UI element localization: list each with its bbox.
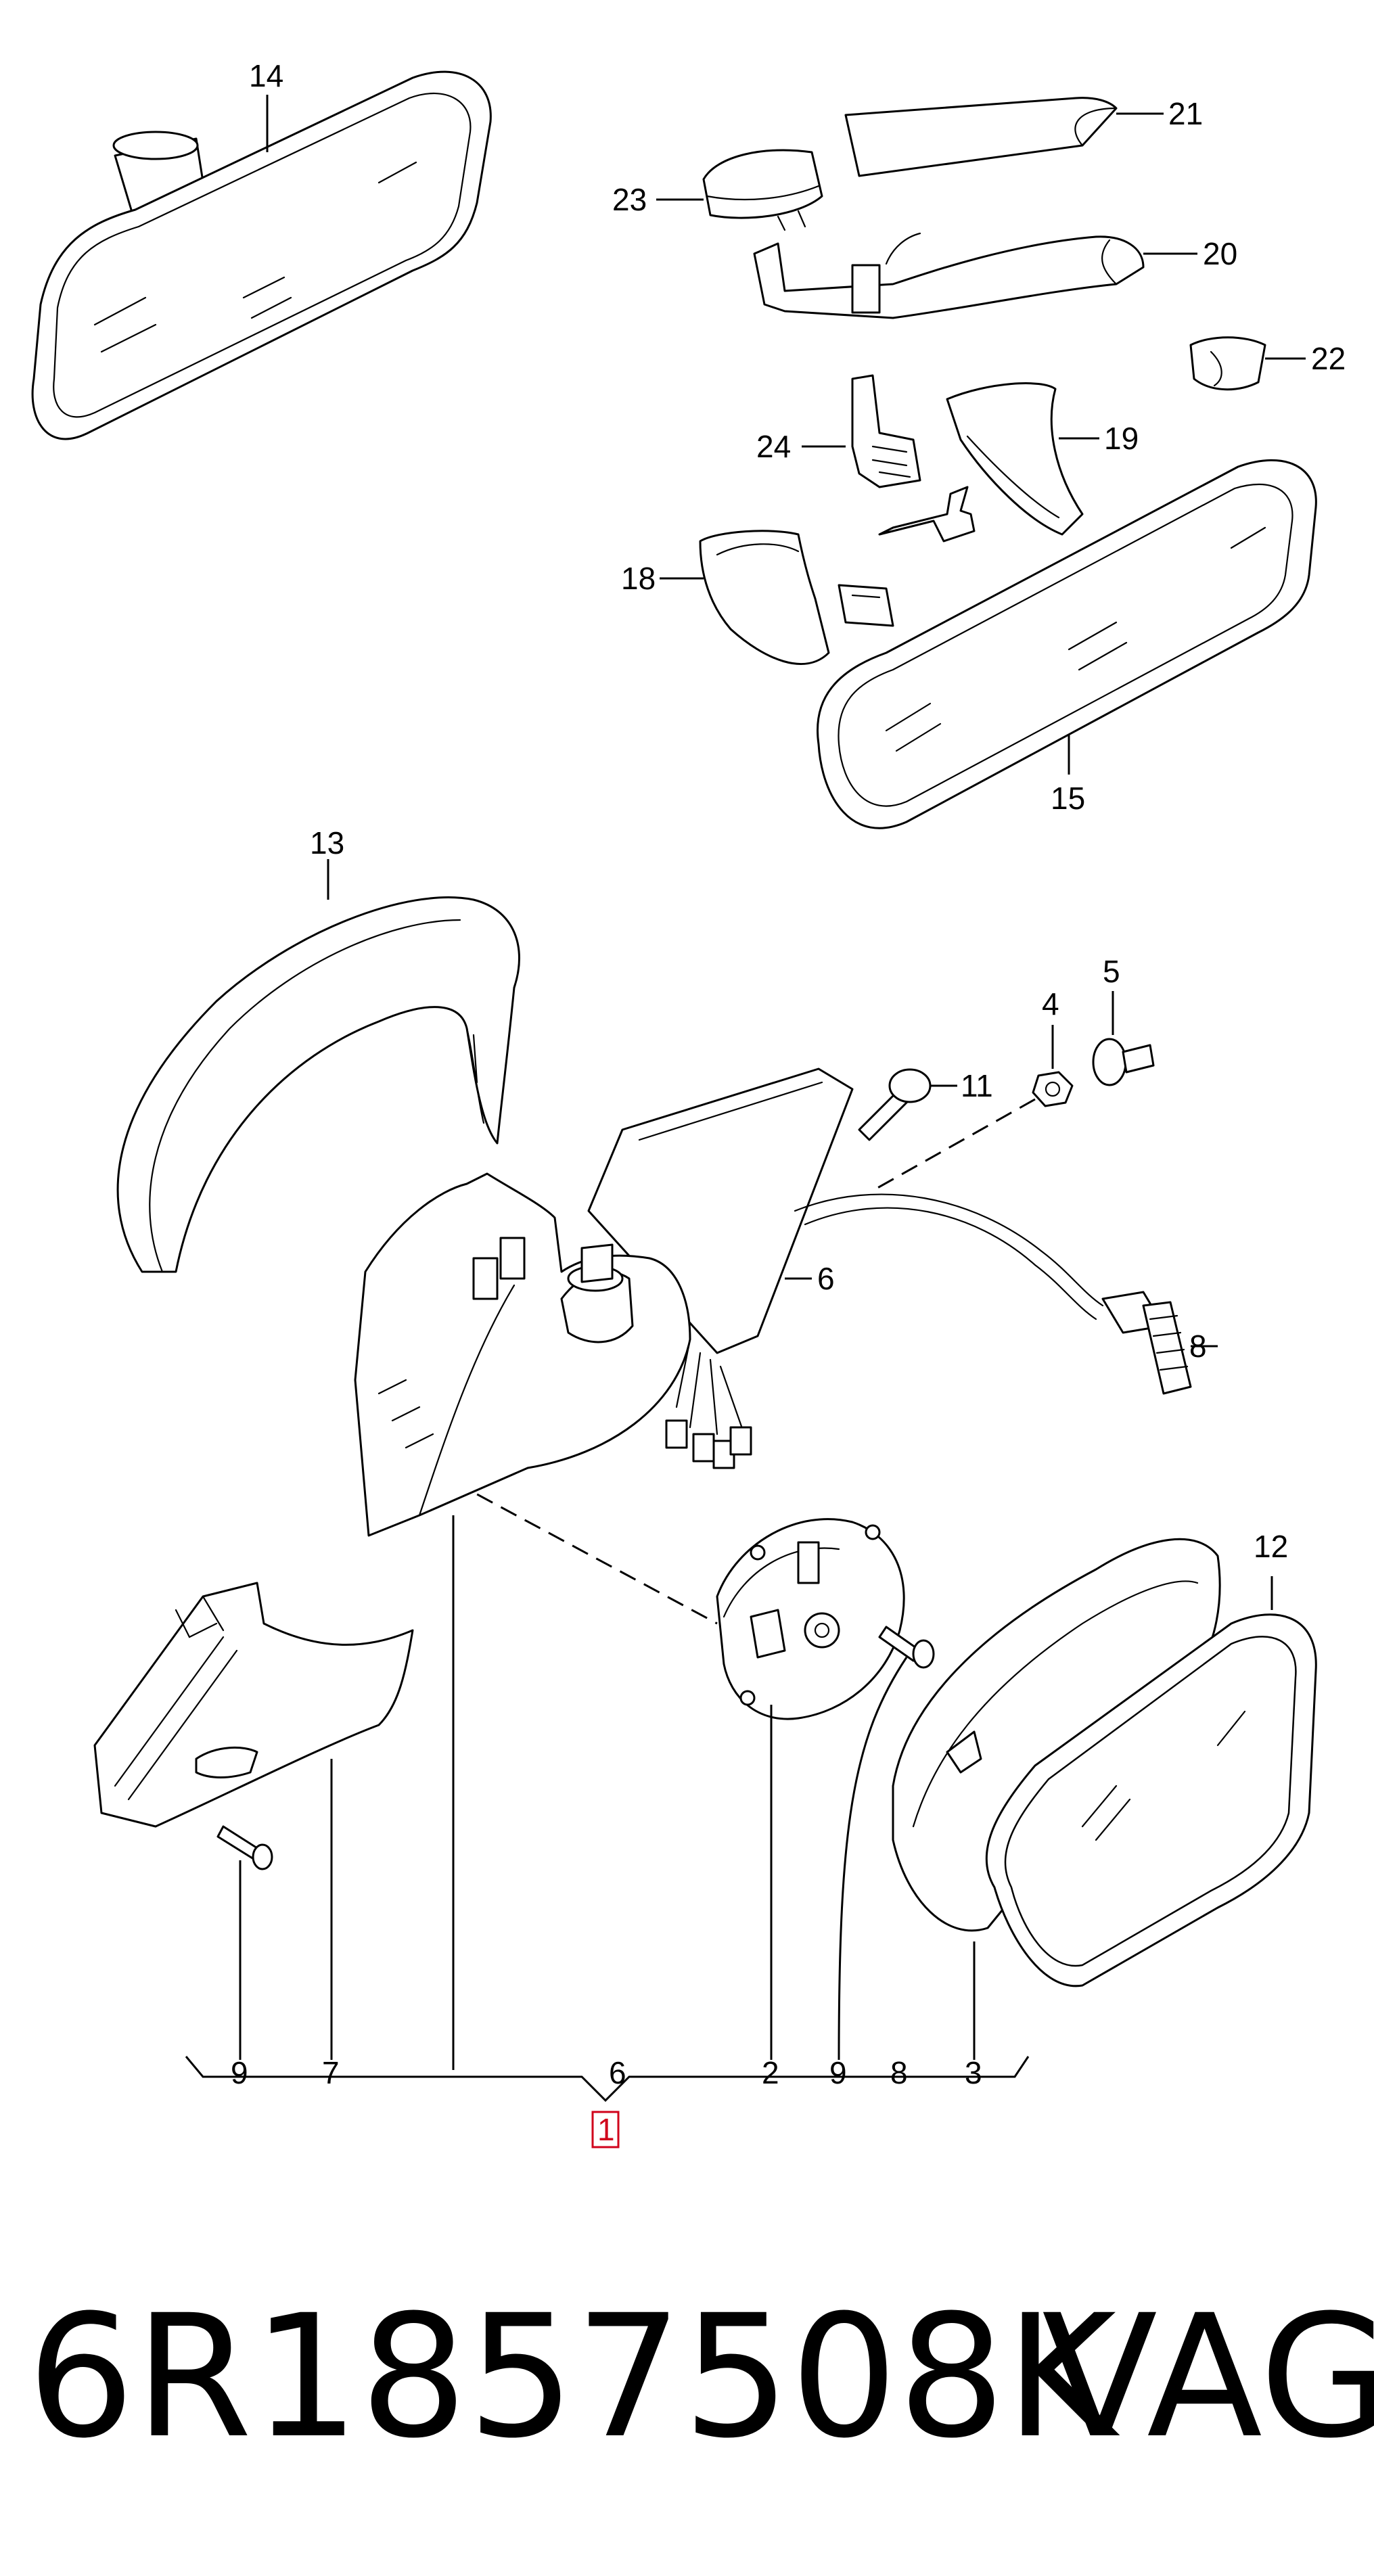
callout-8a: 8 xyxy=(1189,1329,1207,1364)
part-14-interior-mirror xyxy=(31,70,492,440)
assembly-bracket xyxy=(185,2056,1030,2102)
assembly-label: 1 xyxy=(597,2112,615,2147)
callout-22: 22 xyxy=(1311,341,1346,376)
callout-9a: 9 xyxy=(231,2055,248,2090)
part-9-screw-cover xyxy=(216,1825,273,1870)
part-13-housing-cap xyxy=(116,896,520,1273)
part-9-screw-motor xyxy=(878,1626,935,1669)
part-24-bracket xyxy=(851,374,921,488)
callout-13: 13 xyxy=(310,825,344,860)
part-23-sensor-cover xyxy=(702,149,823,231)
part-2-adjustment-motor xyxy=(716,1518,905,1720)
callout-18: 18 xyxy=(621,561,656,596)
callout-19: 19 xyxy=(1104,421,1139,456)
part-12-mirror-glass xyxy=(985,1613,1317,1987)
callout-2: 2 xyxy=(762,2055,779,2090)
part-11-screw xyxy=(858,1068,932,1141)
footer-brand: VAG xyxy=(1042,2278,1374,2475)
callout-11: 11 xyxy=(961,1068,993,1103)
assembly-label-box xyxy=(591,2111,620,2148)
callout-21: 21 xyxy=(1168,96,1203,131)
part-4-nut xyxy=(1032,1071,1074,1107)
footer-part-number: 6R1857508K xyxy=(27,2278,1120,2475)
part-18-side-cover xyxy=(699,530,830,665)
callout-6b: 6 xyxy=(609,2055,626,2090)
callout-24: 24 xyxy=(756,429,791,464)
callout-15: 15 xyxy=(1051,781,1085,816)
callout-9b: 9 xyxy=(829,2055,847,2090)
callout-7: 7 xyxy=(322,2055,340,2090)
callout-12: 12 xyxy=(1254,1529,1288,1564)
callout-23: 23 xyxy=(612,182,647,217)
callout-14: 14 xyxy=(249,58,283,93)
callout-6a: 6 xyxy=(817,1261,835,1296)
part-21-trim-cover xyxy=(844,97,1118,177)
assembly-line-nut xyxy=(872,1098,1036,1192)
callout-20: 20 xyxy=(1203,236,1237,271)
assembly-line-motor xyxy=(453,1480,718,1625)
callout-8b: 8 xyxy=(890,2055,908,2090)
callout-5: 5 xyxy=(1103,954,1120,989)
part-6-mirror-base xyxy=(354,1067,1104,1537)
connector-small xyxy=(838,486,976,627)
part-7-lower-cover xyxy=(93,1582,414,1828)
callout-4: 4 xyxy=(1042,986,1059,1021)
part-15-interior-mirror-autodim xyxy=(817,459,1317,829)
part-22-clip xyxy=(1189,336,1266,391)
leader-9b xyxy=(838,1657,908,2061)
callout-3: 3 xyxy=(965,2055,982,2090)
part-19-side-cover xyxy=(946,382,1084,536)
part-20-wiring-cover xyxy=(753,232,1145,319)
part-5-washer-screw xyxy=(1092,1038,1155,1086)
part-3-housing xyxy=(892,1538,1221,1932)
part-8-connector xyxy=(1101,1291,1192,1395)
